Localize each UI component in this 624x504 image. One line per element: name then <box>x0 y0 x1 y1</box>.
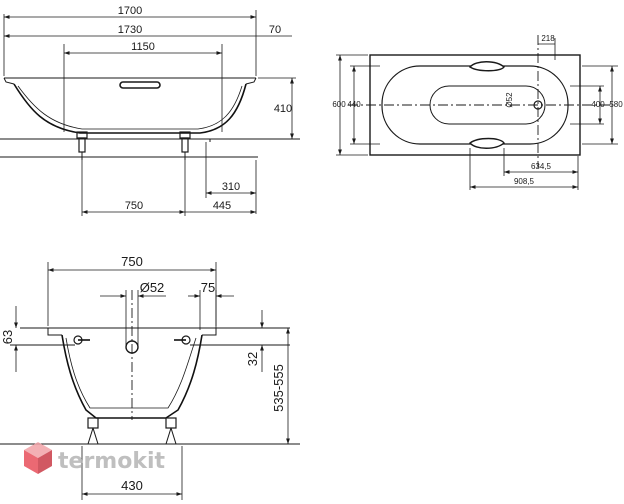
grip-handle-icon <box>119 81 161 89</box>
leg-right <box>179 131 191 160</box>
overflow-fitting-right <box>174 335 191 345</box>
brand-name: termokit <box>58 449 165 474</box>
dim-handle-offset: 634,5 <box>531 162 552 171</box>
front-dim-drain-diameter: Ø52 <box>140 280 165 295</box>
dim-rim-width: 580 <box>609 100 623 109</box>
dim-drain-diameter: Ø52 <box>505 92 514 108</box>
drain-icon <box>533 100 543 110</box>
front-dim-total-height: 535-555 <box>271 364 286 412</box>
bottom-handle-icon <box>468 137 505 149</box>
dim-height: 410 <box>274 103 292 115</box>
cube-logo-icon <box>24 442 52 474</box>
side-view: 1700 1730 70 1150 410 310 750 445 <box>0 5 300 216</box>
front-dim-leg-spacing: 750 <box>121 254 143 269</box>
dim-handle-span: 908,5 <box>514 177 535 186</box>
dim-leg-spacing: 750 <box>125 200 143 212</box>
top-handle-icon <box>468 61 505 72</box>
front-dim-drain-height: 32 <box>245 352 260 366</box>
dim-inner-width: 440 <box>347 100 361 109</box>
front-view: 750 Ø52 75 63 32 535-555 430 <box>0 254 300 500</box>
front-dim-overflow: 75 <box>201 280 215 295</box>
top-view: 218 600 440 Ø52 400 580 634,5 908,5 <box>332 34 623 190</box>
dim-inner-length: 1150 <box>131 41 155 53</box>
leg-left <box>76 131 88 160</box>
front-legs <box>87 417 177 445</box>
dim-basin-width: 400 <box>591 100 605 109</box>
dim-total-width: 600 <box>332 100 346 109</box>
dim-rim-length: 1730 <box>118 24 142 36</box>
watermark: termokit <box>24 442 165 474</box>
overflow-fitting-left <box>73 335 90 345</box>
dim-total-length: 1700 <box>118 5 142 17</box>
dim-handle-width: 218 <box>541 34 555 43</box>
front-dim-base-width: 430 <box>121 478 143 493</box>
dim-rim-edge: 70 <box>269 24 281 36</box>
dim-leg-end: 445 <box>213 200 231 212</box>
dim-drain-offset: 310 <box>222 181 240 193</box>
front-dim-rim-height: 63 <box>0 330 15 344</box>
